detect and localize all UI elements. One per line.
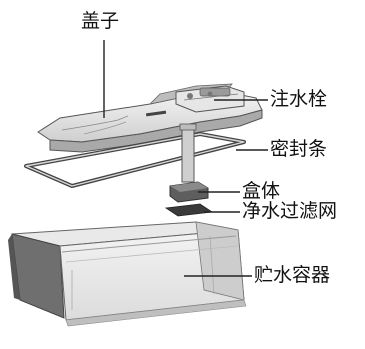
- leader-lines: [103, 40, 268, 277]
- fill-plug-part: [175, 85, 245, 113]
- label-reservoir: 贮水容器: [254, 264, 331, 286]
- label-box: 盒体: [242, 180, 281, 202]
- label-fill-plug: 注水栓: [270, 88, 328, 110]
- label-lid: 盖子: [81, 10, 120, 32]
- reservoir-part: [8, 221, 247, 327]
- filter-part: [164, 203, 214, 217]
- label-filter: 净水过滤网: [242, 200, 338, 222]
- box-part: [169, 123, 209, 203]
- label-seal-strip: 密封条: [270, 138, 328, 160]
- seal-strip-part: [24, 132, 246, 188]
